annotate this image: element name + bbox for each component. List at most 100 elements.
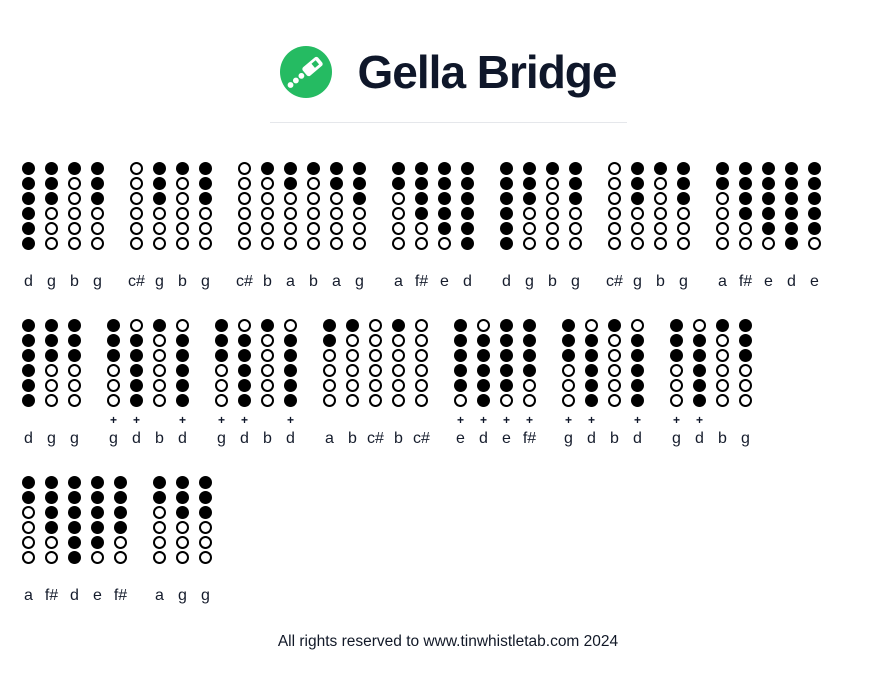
hole-open-icon bbox=[261, 222, 274, 235]
hole-open-icon bbox=[238, 237, 251, 250]
hole-covered-icon bbox=[654, 162, 667, 175]
hole-covered-icon bbox=[45, 506, 58, 519]
hole-open-icon bbox=[569, 222, 582, 235]
hole-open-icon bbox=[130, 222, 143, 235]
hole-open-icon bbox=[284, 222, 297, 235]
hole-covered-icon bbox=[500, 334, 513, 347]
hole-covered-icon bbox=[631, 192, 644, 205]
note-label: d bbox=[178, 430, 187, 447]
note-label: d bbox=[132, 430, 141, 447]
hole-open-icon bbox=[392, 237, 405, 250]
hole-open-icon bbox=[323, 349, 336, 362]
note-label: g bbox=[525, 273, 534, 290]
hole-open-icon bbox=[45, 379, 58, 392]
hole-open-icon bbox=[670, 379, 683, 392]
hole-open-icon bbox=[130, 177, 143, 190]
octave-plus-marker: + bbox=[109, 413, 117, 427]
hole-open-icon bbox=[22, 521, 35, 534]
hole-covered-icon bbox=[45, 491, 58, 504]
hole-open-icon bbox=[199, 536, 212, 549]
hole-open-icon bbox=[130, 319, 143, 332]
hole-covered-icon bbox=[199, 476, 212, 489]
note-label: c# bbox=[367, 430, 384, 447]
hole-covered-icon bbox=[114, 476, 127, 489]
hole-open-icon bbox=[261, 379, 274, 392]
hole-covered-icon bbox=[68, 162, 81, 175]
hole-open-icon bbox=[392, 192, 405, 205]
hole-open-icon bbox=[176, 237, 189, 250]
hole-covered-icon bbox=[91, 177, 104, 190]
hole-covered-icon bbox=[631, 162, 644, 175]
hole-covered-icon bbox=[500, 192, 513, 205]
hole-covered-icon bbox=[562, 334, 575, 347]
hole-open-icon bbox=[546, 192, 559, 205]
hole-open-icon bbox=[107, 364, 120, 377]
hole-open-icon bbox=[284, 207, 297, 220]
hole-covered-icon bbox=[739, 349, 752, 362]
hole-open-icon bbox=[199, 237, 212, 250]
hole-open-icon bbox=[569, 207, 582, 220]
hole-covered-icon bbox=[693, 349, 706, 362]
hole-open-icon bbox=[176, 521, 189, 534]
note-column: a bbox=[22, 476, 35, 605]
hole-covered-icon bbox=[91, 476, 104, 489]
hole-covered-icon bbox=[438, 222, 451, 235]
note-column: g bbox=[45, 319, 58, 448]
hole-open-icon bbox=[45, 551, 58, 564]
hole-open-icon bbox=[608, 379, 621, 392]
hole-covered-icon bbox=[677, 192, 690, 205]
hole-open-icon bbox=[45, 394, 58, 407]
hole-open-icon bbox=[238, 222, 251, 235]
hole-covered-icon bbox=[45, 349, 58, 362]
hole-open-icon bbox=[330, 222, 343, 235]
hole-open-icon bbox=[284, 237, 297, 250]
note-label: g bbox=[47, 430, 56, 447]
hole-open-icon bbox=[176, 222, 189, 235]
hole-covered-icon bbox=[91, 162, 104, 175]
hole-covered-icon bbox=[569, 162, 582, 175]
note-column: e bbox=[91, 476, 104, 605]
hole-covered-icon bbox=[461, 222, 474, 235]
note-label: f# bbox=[738, 273, 753, 290]
hole-covered-icon bbox=[114, 521, 127, 534]
hole-covered-icon bbox=[739, 207, 752, 220]
hole-covered-icon bbox=[215, 334, 228, 347]
octave-plus-marker: + bbox=[217, 413, 225, 427]
note-label: b bbox=[718, 430, 727, 447]
note-column: +g bbox=[215, 319, 228, 448]
note-column: f# bbox=[739, 162, 752, 291]
hole-covered-icon bbox=[199, 162, 212, 175]
hole-open-icon bbox=[654, 222, 667, 235]
note-label: c# bbox=[236, 273, 253, 290]
note-label: b bbox=[178, 273, 187, 290]
hole-covered-icon bbox=[670, 319, 683, 332]
hole-open-icon bbox=[323, 394, 336, 407]
hole-open-icon bbox=[45, 536, 58, 549]
hole-open-icon bbox=[477, 319, 490, 332]
hole-covered-icon bbox=[68, 476, 81, 489]
hole-open-icon bbox=[353, 237, 366, 250]
note-column: +d bbox=[585, 319, 598, 448]
hole-covered-icon bbox=[569, 192, 582, 205]
hole-open-icon bbox=[608, 394, 621, 407]
note-column: e bbox=[438, 162, 451, 291]
note-column: d bbox=[785, 162, 798, 291]
hole-covered-icon bbox=[739, 319, 752, 332]
hole-covered-icon bbox=[176, 476, 189, 489]
hole-covered-icon bbox=[284, 364, 297, 377]
note-label: g bbox=[355, 273, 364, 290]
note-label: c# bbox=[128, 273, 145, 290]
hole-open-icon bbox=[523, 394, 536, 407]
note-column: +e bbox=[500, 319, 513, 448]
hole-covered-icon bbox=[438, 192, 451, 205]
hole-open-icon bbox=[238, 177, 251, 190]
note-column: a bbox=[716, 162, 729, 291]
hole-open-icon bbox=[415, 364, 428, 377]
hole-open-icon bbox=[677, 237, 690, 250]
hole-open-icon bbox=[716, 394, 729, 407]
hole-covered-icon bbox=[199, 177, 212, 190]
hole-open-icon bbox=[330, 192, 343, 205]
note-column: d bbox=[22, 162, 35, 291]
